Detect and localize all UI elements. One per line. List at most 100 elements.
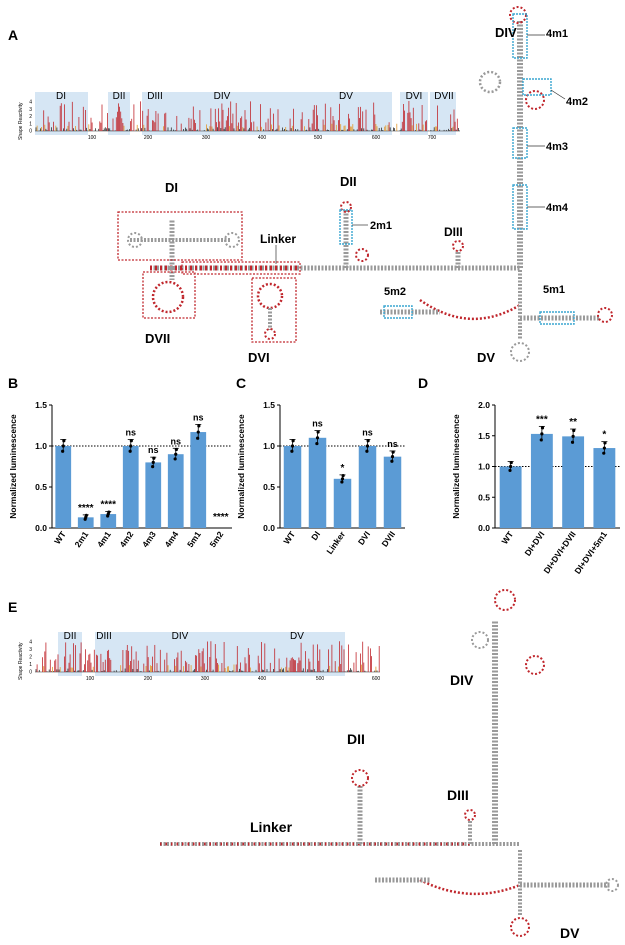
significance-label: ns xyxy=(125,427,136,437)
label-linker-e: Linker xyxy=(250,819,293,835)
div-side-loop2-e xyxy=(525,655,545,675)
shape-domain-label: DII xyxy=(64,631,77,642)
data-point xyxy=(508,468,512,473)
dv-right-loop xyxy=(597,307,613,323)
data-point xyxy=(174,447,178,452)
data-point xyxy=(129,444,133,448)
div-side-loop2 xyxy=(525,90,545,110)
label-4m3: 4m3 xyxy=(546,141,568,153)
data-point xyxy=(540,426,545,430)
data-point xyxy=(366,439,370,443)
y-tick-label: 0.0 xyxy=(263,523,275,533)
shape-ytick: 4 xyxy=(29,100,32,106)
data-point xyxy=(291,439,295,443)
data-point xyxy=(151,460,155,464)
y-tick-label: 1.0 xyxy=(263,441,275,451)
data-point xyxy=(391,450,395,454)
label-diii-a: DIII xyxy=(444,225,463,239)
shape-domain-label: DVI xyxy=(406,91,423,102)
panel-letter-d: D xyxy=(418,375,428,391)
significance-label: **** xyxy=(78,503,94,514)
data-point xyxy=(290,449,294,453)
bar xyxy=(593,448,616,528)
data-point xyxy=(196,436,200,440)
category-label: DI+DVI+5m1 xyxy=(572,529,609,576)
data-point xyxy=(107,510,111,514)
dv-right-loop-e xyxy=(605,878,619,892)
category-label: WT xyxy=(281,529,297,546)
chart-ylabel: Normalized luminescence xyxy=(451,414,461,519)
category-label: DVII xyxy=(379,529,397,548)
data-point xyxy=(365,444,370,448)
dv-bottom-loop-e xyxy=(510,917,530,937)
significance-label: * xyxy=(602,430,606,441)
shape-xtick: 600 xyxy=(372,135,381,141)
data-point xyxy=(340,477,345,481)
data-point xyxy=(196,430,200,434)
shape-ytick: 0 xyxy=(29,670,32,676)
bar xyxy=(530,433,553,528)
chart-ylabel: Normalized luminescence xyxy=(8,414,18,519)
shape-xtick: 100 xyxy=(86,676,95,682)
data-point xyxy=(61,444,65,448)
shape-ytick: 0 xyxy=(29,129,32,135)
data-point xyxy=(128,449,132,453)
label-dv-e: DV xyxy=(560,925,580,941)
shape-ytick: 1 xyxy=(29,662,32,668)
shape-xtick: 500 xyxy=(316,676,325,682)
shape-xtick: 300 xyxy=(201,676,210,682)
data-point xyxy=(570,440,575,444)
label-dv-a: DV xyxy=(477,350,495,365)
label-dvi-a: DVI xyxy=(248,350,270,365)
div-loop xyxy=(509,6,527,24)
mut-box-5m1 xyxy=(539,311,575,325)
category-label: 4m4 xyxy=(162,529,180,549)
y-tick-label: 1.5 xyxy=(263,400,275,410)
category-label: 4m3 xyxy=(140,529,158,549)
category-label: DI+DVI xyxy=(522,529,546,557)
bar xyxy=(55,446,72,528)
bar xyxy=(190,432,207,528)
shape-domain-label: DIV xyxy=(172,631,189,642)
significance-label: ns xyxy=(193,412,204,422)
y-tick-label: 0.5 xyxy=(263,482,275,492)
bar xyxy=(308,437,327,528)
shape-xtick: 100 xyxy=(88,135,97,141)
di-box xyxy=(117,211,243,261)
category-label: 5m1 xyxy=(185,529,203,549)
shape-xtick: 200 xyxy=(144,135,153,141)
data-point xyxy=(315,436,320,440)
mut-box-4m2 xyxy=(522,78,552,96)
data-point xyxy=(602,451,606,455)
data-point xyxy=(341,474,345,478)
shape-xtick: 200 xyxy=(144,676,153,682)
label-dii-a: DII xyxy=(340,174,357,189)
shape-domain-label: DIII xyxy=(96,631,112,642)
category-label: 5m2 xyxy=(207,529,225,549)
di-left-loop xyxy=(127,232,143,248)
div-loop-e xyxy=(494,589,516,611)
label-5m1: 5m1 xyxy=(543,284,565,296)
data-point xyxy=(509,464,513,469)
data-point xyxy=(62,439,66,443)
shape-ytick: 2 xyxy=(29,114,32,120)
pointer-4m2 xyxy=(550,89,566,100)
shape-xtick: 400 xyxy=(258,676,267,682)
data-point xyxy=(602,446,606,450)
data-point xyxy=(174,452,178,456)
bar xyxy=(499,466,522,528)
data-point xyxy=(197,424,201,428)
significance-label: ns xyxy=(148,445,159,455)
label-linker-a: Linker xyxy=(260,232,296,246)
dv-arc-e xyxy=(419,878,521,896)
data-point xyxy=(571,434,575,438)
panel-letter-b: B xyxy=(8,375,18,391)
bar xyxy=(333,478,352,528)
bar xyxy=(383,456,402,528)
data-point xyxy=(540,432,544,436)
dii-loop-e xyxy=(351,769,369,787)
label-4m2: 4m2 xyxy=(566,96,588,108)
div-side-loop-e xyxy=(471,631,489,649)
